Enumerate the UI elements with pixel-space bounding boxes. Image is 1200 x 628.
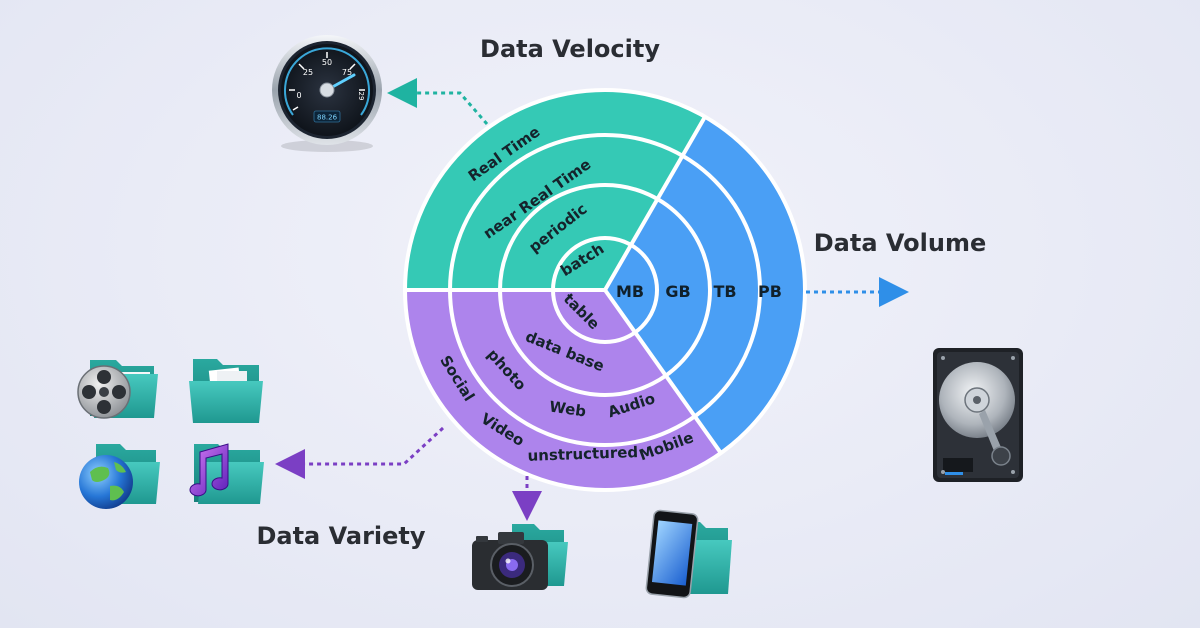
speedometer-icon: 0 25 50 75 29 88.26 — [272, 35, 382, 152]
three-v-wheel: batch periodic near Real Time Real Time … — [403, 88, 807, 492]
gauge-tick-25: 25 — [303, 68, 313, 77]
documents-folder-icon — [189, 359, 263, 423]
volume-sector — [605, 116, 805, 453]
smartphone-folder-icon — [645, 509, 732, 599]
volume-ring-tb: TB — [713, 282, 736, 301]
variety-arrow-left — [275, 426, 445, 479]
gauge-tick-0: 0 — [296, 91, 301, 100]
velocity-arrow — [387, 78, 489, 125]
volume-ring-pb: PB — [758, 282, 782, 301]
variety-ring-web: Web — [548, 398, 587, 421]
volume-ring-gb: GB — [665, 282, 690, 301]
ring-dividers — [403, 88, 807, 492]
gauge-readout: 88.26 — [317, 114, 338, 122]
heading-data-volume: Data Volume — [814, 229, 987, 257]
volume-ring-mb: MB — [616, 282, 644, 301]
gauge-tick-75: 75 — [342, 68, 352, 77]
gauge-tick-max: 29 — [357, 92, 365, 101]
heading-data-velocity: Data Velocity — [480, 35, 660, 63]
gauge-tick-50: 50 — [322, 58, 332, 67]
film-reel-folder-icon — [77, 360, 158, 419]
music-folder-icon — [189, 443, 264, 504]
hard-drive-icon — [933, 348, 1023, 482]
velocity-sector — [405, 89, 705, 290]
heading-data-variety: Data Variety — [256, 522, 425, 550]
camera-folder-icon — [472, 524, 568, 590]
variety-ring-unstructured: unstructured — [527, 443, 638, 465]
globe-folder-icon — [79, 444, 160, 509]
